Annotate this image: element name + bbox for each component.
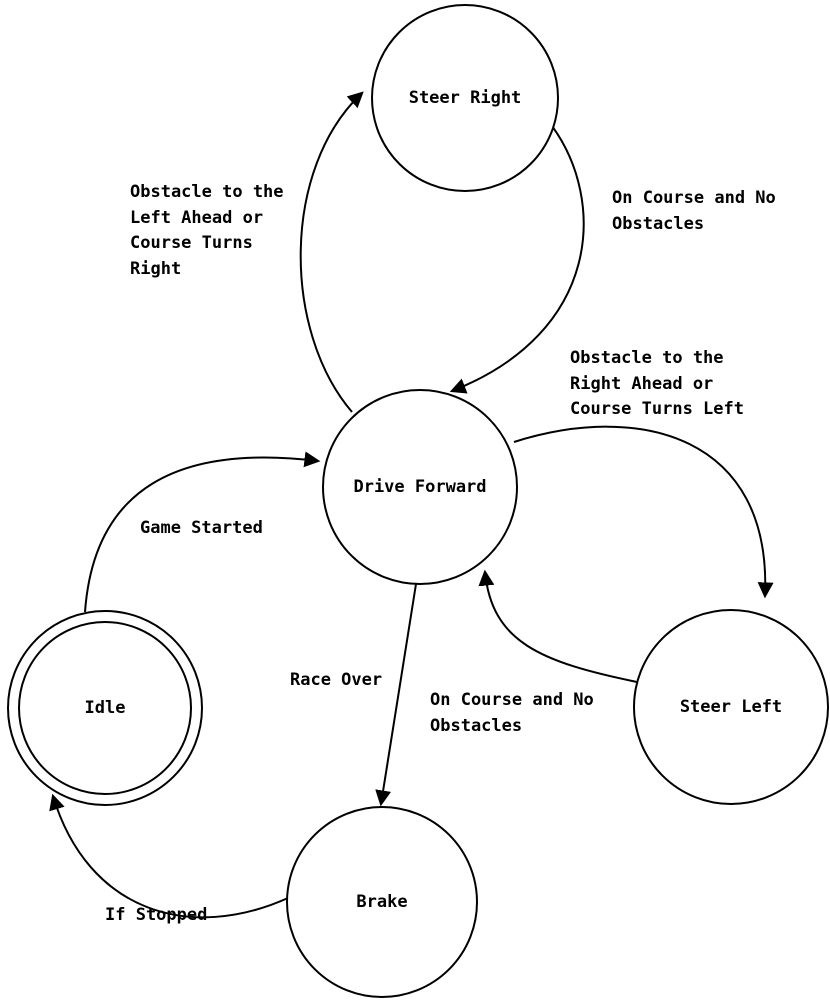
transition-label-drive-to-steer-left: Obstacle to the Right Ahead or Course Tu… xyxy=(570,348,744,419)
transition-arrow-brake-to-idle xyxy=(49,793,289,919)
transition-arrow-steer-left-to-drive xyxy=(478,569,638,683)
state-circle-brake xyxy=(286,806,478,998)
state-label-idle: Idle xyxy=(84,698,126,718)
state-label-steer-right: Steer Right xyxy=(408,88,522,108)
state-circle-drive-forward xyxy=(322,389,518,585)
transition-label-brake-to-idle: If Stopped xyxy=(105,905,208,925)
transition-label-steer-left-to-drive: On Course and No Obstacles xyxy=(430,690,594,736)
state-label-brake: Brake xyxy=(356,892,408,912)
state-circle-steer-left xyxy=(633,609,829,805)
transition-arrow-steer-right-to-drive xyxy=(449,125,585,394)
transition-arrow-drive-to-steer-left xyxy=(513,425,774,599)
state-circle-steer-right xyxy=(371,4,559,192)
transition-label-steer-right-to-drive: On Course and No Obstacles xyxy=(612,188,776,234)
transition-arrow-idle-to-drive xyxy=(84,451,321,613)
transition-label-idle-to-drive: Game Started xyxy=(140,518,263,538)
transition-label-drive-to-steer-right: Obstacle to the Left Ahead or Course Tur… xyxy=(130,182,284,279)
transition-arrow-drive-to-brake xyxy=(375,583,417,807)
state-label-steer-left: Steer Left xyxy=(679,697,783,717)
state-label-drive-forward: Drive Forward xyxy=(353,477,487,497)
transition-label-drive-to-brake: Race Over xyxy=(290,670,383,690)
state-circle-idle-inner xyxy=(18,621,192,795)
transition-arrow-drive-to-steer-right xyxy=(299,91,364,413)
